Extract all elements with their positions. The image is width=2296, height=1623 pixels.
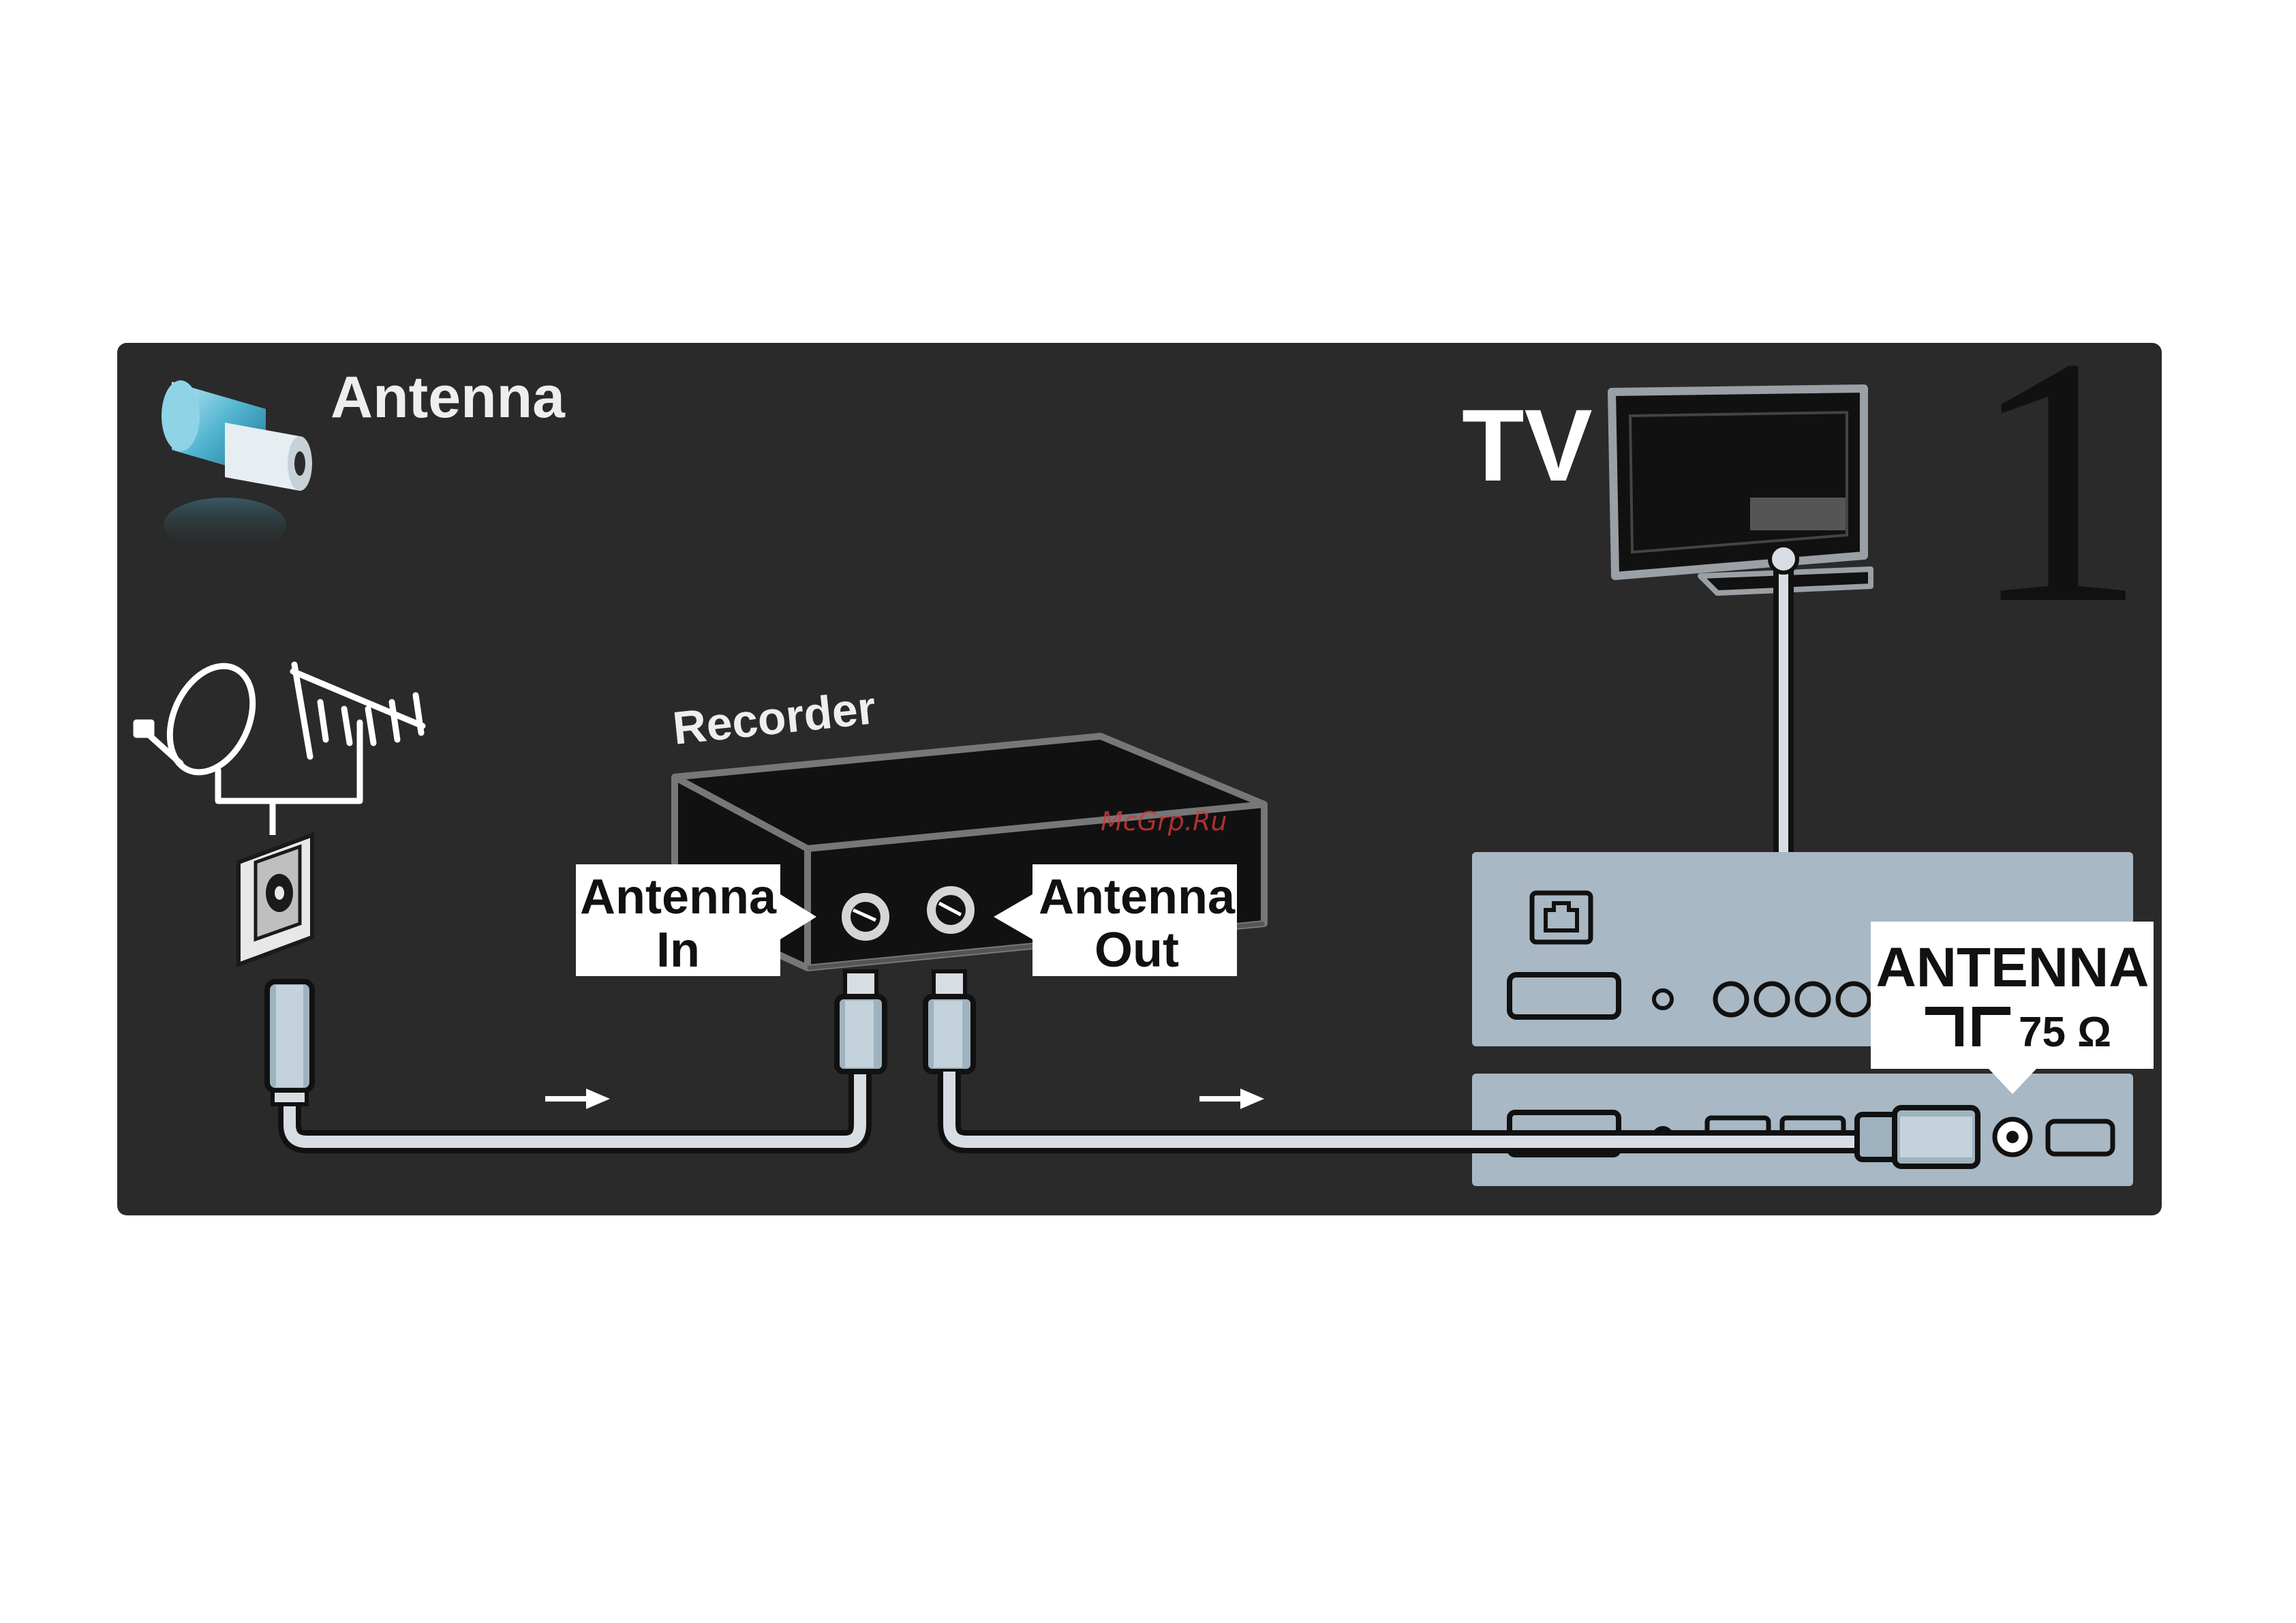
- tv-antenna-callout: ANTENNA 75 Ω: [1871, 922, 2154, 1094]
- antenna-out-socket: [925, 884, 977, 936]
- antenna-out-line1: Antenna: [1039, 870, 1236, 924]
- watermark: McGrp.Ru: [1101, 806, 1227, 836]
- tv-antenna-socket: [1995, 1119, 2030, 1155]
- network-port-icon: [1532, 893, 1591, 942]
- antenna-in-line1: Antenna: [580, 870, 777, 924]
- coax-plug-icon: [837, 971, 885, 1072]
- tv-cable: [1770, 545, 1797, 852]
- antenna-out-line2: Out: [1095, 923, 1179, 977]
- coax-plug-icon: [1857, 1108, 1978, 1166]
- tv-antenna-impedance: 75 Ω: [2019, 1009, 2111, 1056]
- section-title: Antenna: [331, 365, 566, 430]
- antenna-in-line2: In: [656, 923, 700, 977]
- coax-plug-icon: [267, 982, 312, 1104]
- tv-antenna-label: ANTENNA: [1876, 937, 2149, 999]
- tv-label: TV: [1462, 388, 1593, 502]
- antenna-in-socket: [840, 891, 891, 943]
- tv-back-panel-lower: [1472, 1074, 2133, 1186]
- step-number: 1: [1970, 285, 2147, 677]
- coax-plug-icon: [925, 971, 973, 1072]
